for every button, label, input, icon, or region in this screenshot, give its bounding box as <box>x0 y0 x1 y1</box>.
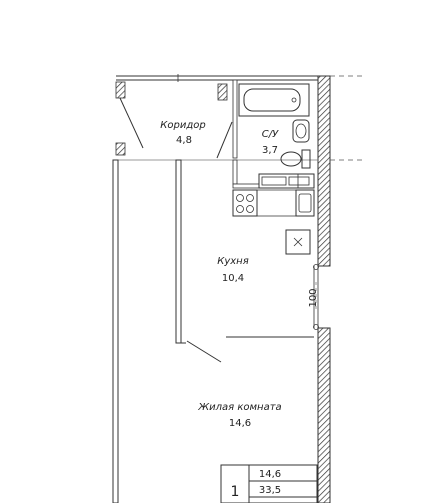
kitchen-sink <box>295 189 315 217</box>
living-room-area: 14,6 <box>229 418 251 429</box>
kitchen-name: Кухня <box>217 256 249 267</box>
kitchen-area: 10,4 <box>222 273 244 284</box>
living-room-name: Жилая комната <box>197 402 281 413</box>
interior-wall-left <box>112 159 182 503</box>
summary-table <box>220 464 318 503</box>
corridor-name: Коридор <box>160 120 205 131</box>
bathtub <box>238 83 310 117</box>
top-wall <box>116 74 366 82</box>
rooms-count: 1 <box>231 484 240 500</box>
stove <box>232 189 258 217</box>
corridor-area: 4,8 <box>176 135 192 146</box>
kitchen-living-divider <box>180 336 314 363</box>
total-area-value: 33,5 <box>259 485 281 496</box>
exterior-wall-right <box>317 75 366 503</box>
dimension-note: 100 <box>308 288 319 307</box>
bathroom-area: 3,7 <box>262 145 278 156</box>
living-area-value: 14,6 <box>259 469 281 480</box>
kitchen-counter <box>258 173 315 189</box>
bathroom-walls <box>232 79 260 189</box>
corridor-walls <box>115 81 233 159</box>
toilet <box>280 149 311 169</box>
bathroom-name: С/У <box>262 129 279 140</box>
window-opening <box>313 264 319 330</box>
kitchen-worktop-line <box>257 189 296 217</box>
sink <box>292 119 310 143</box>
ventilation-shaft <box>285 229 311 255</box>
